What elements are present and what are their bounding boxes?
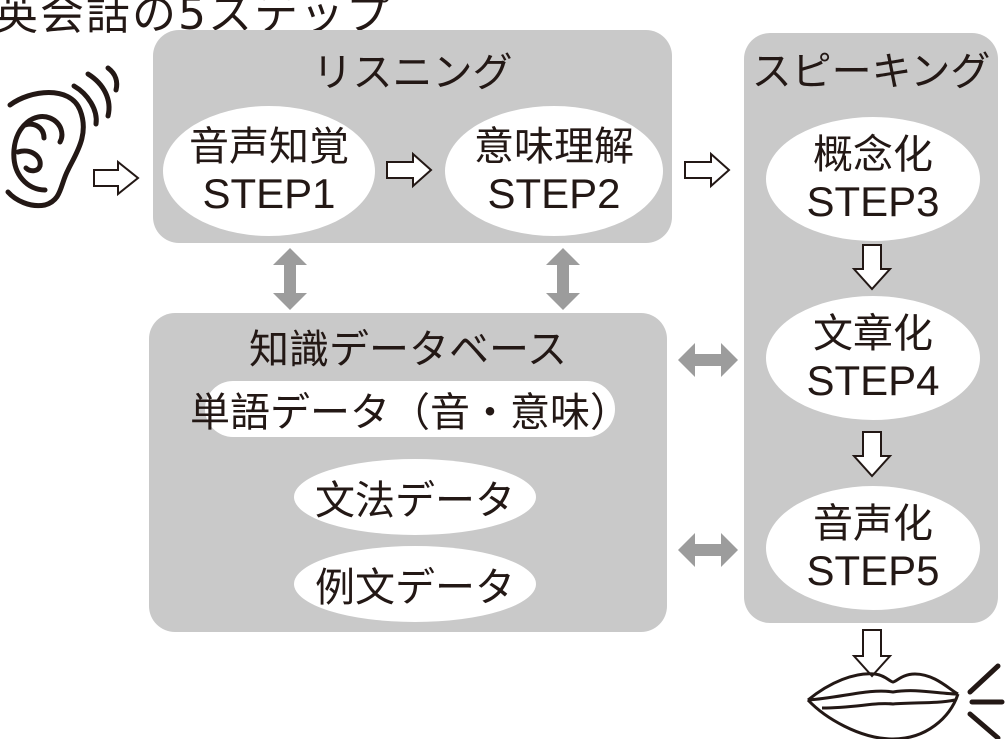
speaking-label: スピーキング <box>751 49 991 95</box>
double-arrow-icon <box>273 248 307 310</box>
grammar-data-item: 文法データ <box>294 459 536 535</box>
word-data-item: 単語データ（音・意味） <box>190 381 630 437</box>
step5-name: 音声化 <box>813 501 933 548</box>
down-arrow-icon <box>851 629 893 678</box>
step3-label: STEP3 <box>806 177 940 225</box>
down-arrow-icon <box>851 431 893 478</box>
double-arrow-icon <box>546 248 580 310</box>
double-arrow-icon <box>678 343 738 377</box>
listening-box: リスニング 音声知覚 STEP1 意味理解 STEP2 <box>153 30 672 243</box>
step4-oval: 文章化 STEP4 <box>766 296 980 420</box>
down-arrow-icon <box>851 244 893 291</box>
step1-oval: 音声知覚 STEP1 <box>163 106 375 236</box>
step3-oval: 概念化 STEP3 <box>766 117 980 241</box>
step3-name: 概念化 <box>813 132 933 179</box>
knowledge-db-box: 知識データベース 単語データ（音・意味） 文法データ 例文データ <box>149 313 667 632</box>
step2-label: STEP2 <box>487 169 621 217</box>
step5-label: STEP5 <box>806 546 940 594</box>
example-data-item: 例文データ <box>294 546 536 622</box>
step2-name: 意味理解 <box>474 124 634 171</box>
knowledge-db-label: 知識データベース <box>249 327 567 373</box>
flow-arrow-icon <box>386 151 433 189</box>
ear-icon <box>5 65 120 209</box>
step1-label: STEP1 <box>202 169 336 217</box>
double-arrow-icon <box>678 533 738 567</box>
flow-arrow-icon <box>93 159 140 197</box>
speaking-box: スピーキング 概念化 STEP3 文章化 STEP4 音声化 STEP5 <box>744 33 998 623</box>
listening-label: リスニング <box>312 50 513 96</box>
flow-arrow-icon <box>684 151 731 189</box>
step4-name: 文章化 <box>813 311 933 358</box>
step4-label: STEP4 <box>806 356 940 404</box>
step1-name: 音声知覚 <box>189 124 349 171</box>
step5-oval: 音声化 STEP5 <box>766 486 980 610</box>
step2-oval: 意味理解 STEP2 <box>445 106 663 236</box>
lips-icon <box>806 663 1005 739</box>
